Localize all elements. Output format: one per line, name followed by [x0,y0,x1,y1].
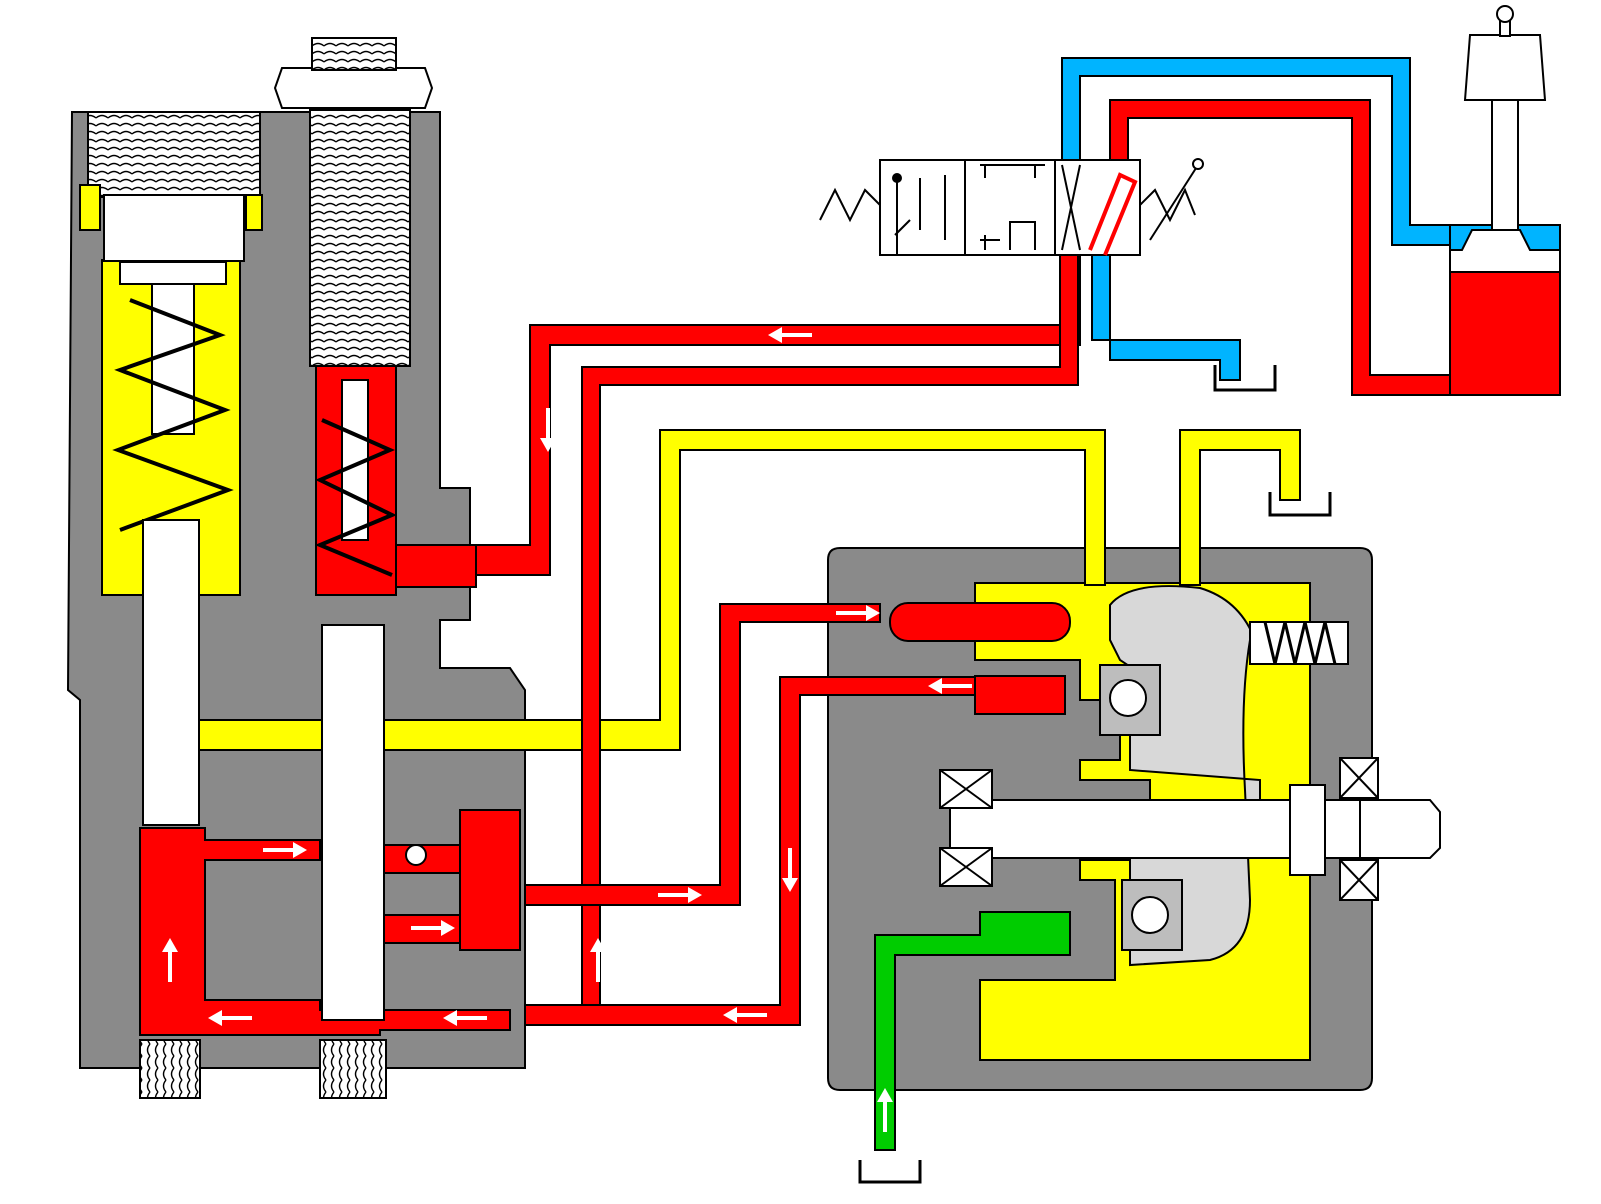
dcv-junction [892,173,902,183]
pump-slipper-lower [1131,896,1169,934]
pressure-reducing-valve [273,37,434,1099]
reducing-spool [321,624,385,1021]
tank-symbol-1 [1213,365,1277,392]
pressure-line-dcv-to-valve [474,254,1081,576]
relief-cap [103,194,245,262]
flow-arrow-icon [877,1088,893,1132]
reducing-lock-nut [273,67,434,109]
flow-arrows [162,327,972,1132]
pump-bearing-x-icon [1339,859,1379,901]
check-valve-body [459,809,521,951]
relief-adjust-thread [87,111,261,198]
reducing-spring [314,418,397,577]
block-lower-passage [139,827,511,1036]
pump-return-bore [974,675,1066,715]
flow-arrow-icon [928,678,972,694]
pressure-relief-valve [79,111,263,1099]
tank-symbol-2 [1268,492,1332,517]
pressure-line-pump-inlet-return [524,676,976,1026]
directional-control-valve-symbol [819,158,1204,256]
flow-arrow-icon [782,848,798,892]
hydraulic-cylinder [1449,5,1561,396]
pump-slipper-upper [1109,679,1147,717]
pump-shaft-end [1359,799,1441,859]
flow-arrow-icon [208,1010,252,1026]
flow-arrow-icon [443,1010,487,1026]
flow-arrow-icon [411,920,455,936]
tanks [858,365,1332,1184]
dcv-lever-knob-icon [1192,158,1204,170]
reducing-bottom-plug [319,1039,387,1099]
pump-bearing-x-icon [1339,757,1379,799]
cylinder-load-knob [1496,5,1514,23]
dcv-variable-symbol [894,219,911,236]
cylinder-pressure-chamber [1449,271,1561,396]
tank-symbol-3 [858,1160,922,1184]
flow-arrow-icon [263,842,307,858]
relief-bottom-plug [139,1039,201,1099]
relief-plunger [151,283,195,435]
relief-seal-left [79,184,101,231]
check-ball-icon [405,844,427,866]
dcv-cross-2 [1061,164,1081,251]
flow-arrow-icon [658,887,702,903]
pump-shaft-collar [1289,784,1326,876]
relief-spring [112,298,234,532]
relief-spring-seat [119,261,227,285]
pressure-line-pump-outlet [524,603,881,906]
dcv-spring-right [1139,187,1196,223]
flow-arrow-icon [836,605,880,621]
reducing-port [395,544,477,588]
pump-bearing-x-icon [939,847,993,887]
dcv-tank-symbol [1009,221,1036,250]
pressure-lines [139,99,1451,1036]
relief-poppet [142,519,200,826]
flow-arrow-icon [768,327,812,343]
reducing-stem-thread [311,37,397,71]
pump-control-spring [1263,621,1337,665]
flow-arrow-icon [590,938,606,982]
dcv-spring-left [819,187,881,223]
cylinder-rod-side-line [1091,254,1241,381]
return-line-pump-top-right [1179,429,1301,586]
reducing-adjust-thread [309,109,411,367]
pump-bearing-x-icon [939,769,993,809]
flow-arrow-icon [162,938,178,982]
cylinder-load [1463,34,1547,101]
flow-arrow-icon [723,1007,767,1023]
pump-pressure-bore [889,602,1071,642]
relief-seal-right [245,194,263,231]
radial-piston-pump [939,585,1441,967]
flow-arrow-icon [540,408,556,452]
cylinder-rod [1491,99,1519,231]
suction-line [874,911,1071,1151]
dcv-adjust-arrow [1149,164,1199,241]
suction-line-path [874,911,1071,1151]
cylinder-rod-chamber [1449,224,1561,251]
dcv-active-path [1088,172,1138,256]
